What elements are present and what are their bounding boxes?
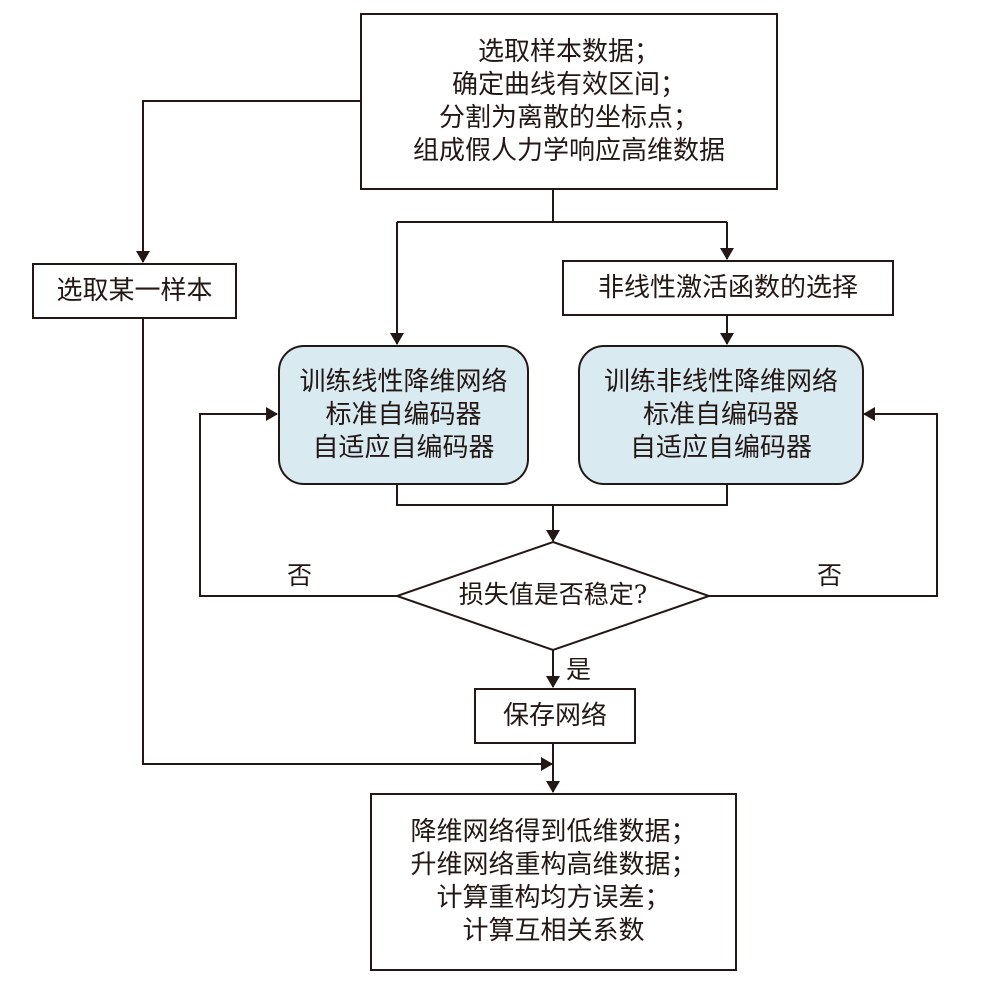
activation-choice-node: 非线性激活函数的选择	[562, 260, 894, 316]
train-linear-line-3: 自适应自编码器	[312, 432, 495, 463]
decision-label: 损失值是否稳定?	[458, 580, 648, 609]
save-network-label: 保存网络	[502, 700, 607, 731]
start-node: 选取样本数据； 确定曲线有效区间； 分割为离散的坐标点； 组成假人力学响应高维数…	[360, 13, 778, 190]
final-line-4: 计算互相关系数	[462, 916, 645, 946]
train-nonlinear-line-3: 自适应自编码器	[629, 432, 812, 463]
edge-start-to-select-sample	[136, 100, 360, 263]
train-linear-line-2: 标准自编码器	[325, 399, 482, 430]
train-linear-line-1: 训练线性降维网络	[299, 366, 508, 397]
edge-train-linear-to-merge	[396, 484, 728, 506]
final-line-3: 计算重构均方误差；	[436, 883, 671, 913]
edge-decision-no-right	[709, 407, 938, 597]
start-line-1: 选取样本数据；	[477, 36, 660, 67]
decision-diamond	[393, 540, 713, 652]
select-sample-label: 选取某一样本	[56, 275, 213, 306]
train-linear-node: 训练线性降维网络 标准自编码器 自适应自编码器	[278, 345, 529, 485]
train-nonlinear-line-1: 训练非线性降维网络	[603, 366, 838, 397]
final-line-1: 降维网络得到低维数据；	[410, 817, 697, 847]
start-line-2: 确定曲线有效区间；	[451, 69, 686, 100]
select-sample-node: 选取某一样本	[32, 263, 237, 319]
save-network-node: 保存网络	[474, 688, 636, 744]
edge-label-yes: 是	[566, 655, 592, 684]
edge-label-no-left: 否	[287, 561, 313, 590]
train-nonlinear-line-2: 标准自编码器	[642, 399, 799, 430]
start-line-4: 组成假人力学响应高维数据	[412, 135, 725, 166]
edge-select-sample-to-final	[142, 318, 553, 771]
edge-decision-no-left	[199, 407, 397, 597]
train-nonlinear-node: 训练非线性降维网络 标准自编码器 自适应自编码器	[578, 345, 864, 485]
edge-label-no-right: 否	[817, 561, 843, 590]
start-line-3: 分割为离散的坐标点；	[438, 102, 699, 133]
activation-choice-label: 非线性激活函数的选择	[597, 272, 858, 303]
final-node: 降维网络得到低维数据； 升维网络重构高维数据； 计算重构均方误差； 计算互相关系…	[370, 793, 737, 971]
final-line-2: 升维网络重构高维数据；	[410, 850, 697, 880]
